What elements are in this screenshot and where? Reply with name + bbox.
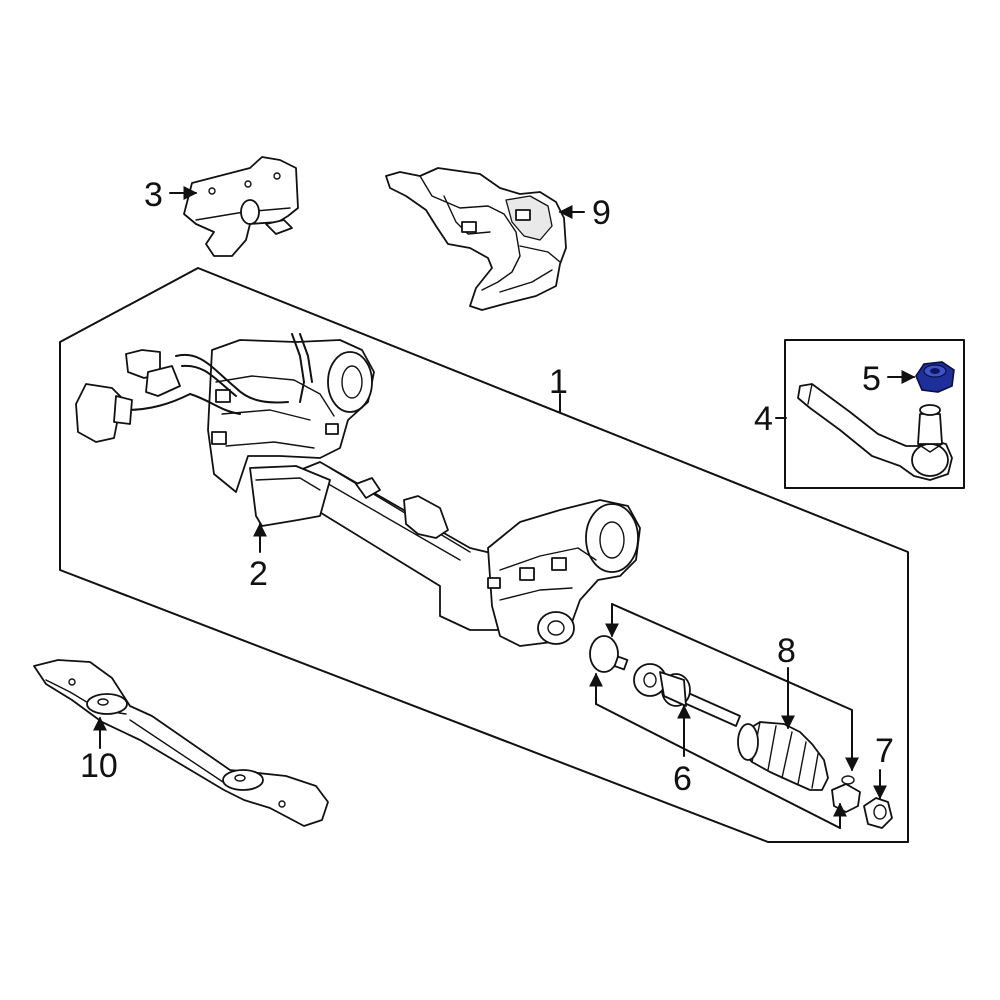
callout-5[interactable]: 5 (862, 360, 881, 398)
inner-tie-rod-part-6[interactable] (633, 663, 741, 727)
callout-4[interactable]: 4 (754, 400, 773, 438)
shield-part-9[interactable] (385, 167, 567, 311)
support-bar-part-10[interactable] (33, 659, 329, 827)
boot-clip[interactable] (831, 775, 861, 813)
steering-gear-assembly[interactable] (75, 333, 641, 647)
callout-7[interactable]: 7 (875, 732, 894, 770)
boot-part-8[interactable] (737, 721, 829, 791)
nut-part-5[interactable] (915, 361, 955, 393)
callout-2[interactable]: 2 (249, 555, 268, 593)
tie-rod-end-inset-box (784, 339, 965, 489)
bracket-part-3[interactable] (183, 156, 299, 257)
tie-rod-end-part-4[interactable] (797, 383, 953, 481)
callout-3[interactable]: 3 (144, 176, 163, 214)
jam-nut-part-7[interactable] (863, 797, 893, 829)
callout-1[interactable]: 1 (549, 363, 568, 401)
leader-lines (93, 186, 916, 821)
callout-6[interactable]: 6 (673, 760, 692, 798)
callout-10[interactable]: 10 (80, 747, 118, 785)
parts-6-7-8-bracket (611, 603, 853, 767)
callout-9[interactable]: 9 (592, 194, 611, 232)
assembly-frame (59, 267, 909, 843)
o-ring[interactable] (589, 635, 629, 673)
callout-8[interactable]: 8 (777, 632, 796, 670)
